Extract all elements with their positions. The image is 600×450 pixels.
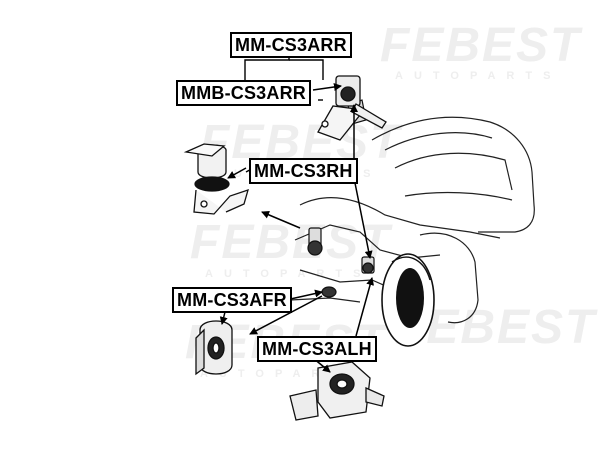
watermark-tagline: AUTOPARTS <box>395 70 562 82</box>
mount-right-part <box>183 143 249 215</box>
watermark-tagline: AUTOPARTS <box>200 368 367 380</box>
part-label-mm-cs3rh: MM-CS3RH <box>249 158 358 184</box>
mount-left-part <box>289 361 385 421</box>
part-label-mm-cs3arr: MM-CS3ARR <box>230 32 352 58</box>
watermark-logo: FEBEST <box>190 216 392 269</box>
part-label-mm-cs3afr: MM-CS3AFR <box>172 287 292 313</box>
watermark-logo: FEBEST <box>380 19 582 72</box>
leader-lines <box>244 54 324 173</box>
part-label-mm-cs3alh: MM-CS3ALH <box>257 336 377 362</box>
vehicle-body-outline <box>289 116 535 324</box>
mount-front-part <box>195 320 233 376</box>
mount-rear-part <box>317 75 387 141</box>
wheel <box>381 253 435 347</box>
part-label-mmb-cs3arr: MMB-CS3ARR <box>176 80 311 106</box>
